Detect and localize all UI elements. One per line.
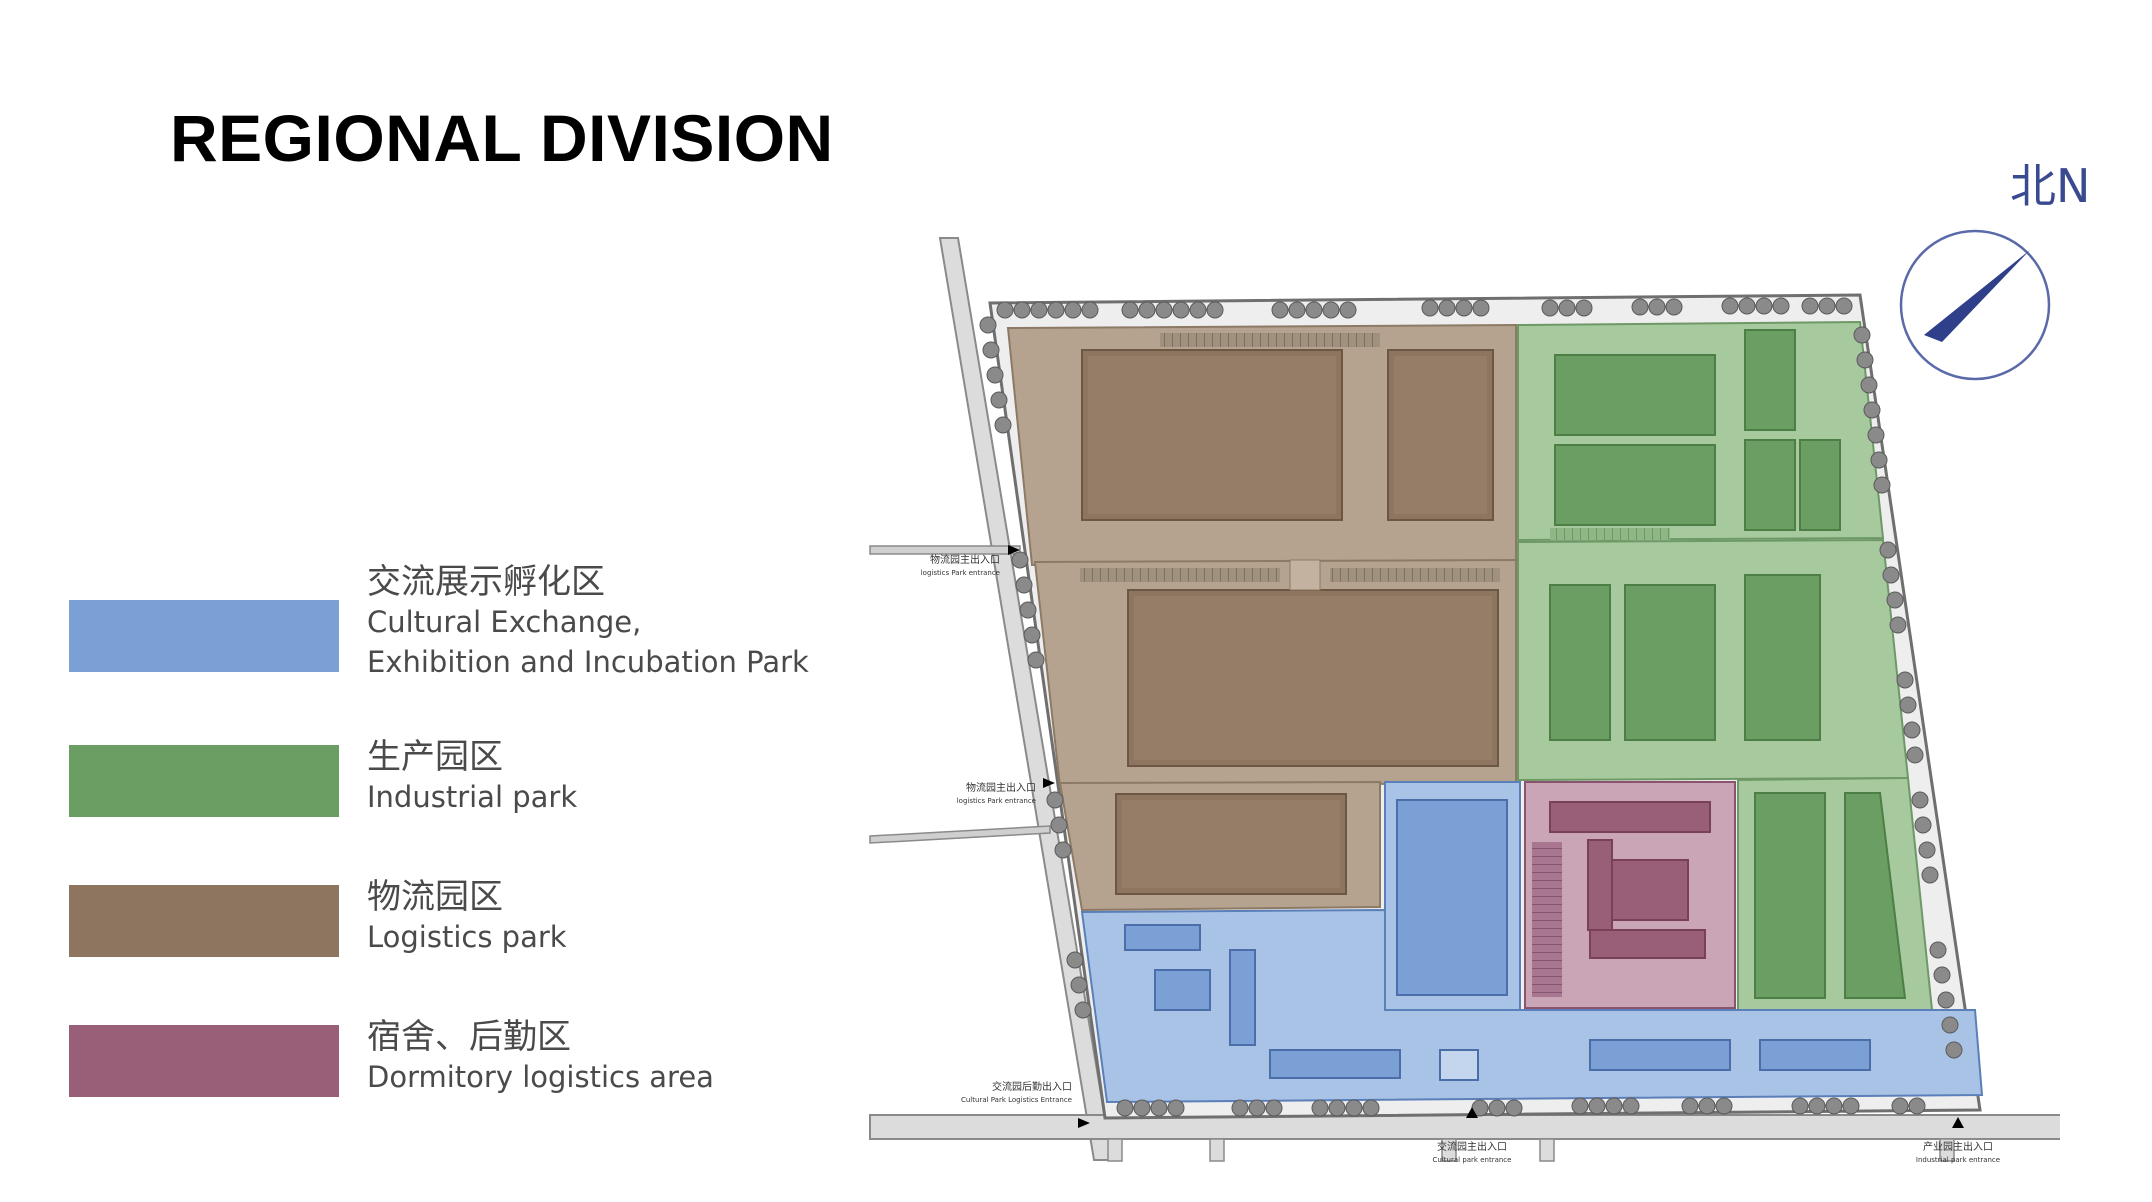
compass-icon	[1899, 229, 2051, 381]
legend-label-cn: 生产园区	[367, 737, 503, 777]
entrance-labels: 物流园主出入口 logistics Park entrance 物流园主出入口 …	[921, 553, 2000, 1164]
entrance-arrow-icon	[1008, 545, 1020, 555]
legend-label-en: Industrial park	[367, 780, 578, 814]
zone-industrial	[1517, 320, 1934, 1011]
entrance-label-en: Cultural park entrance	[1433, 1156, 1512, 1164]
entrance-label-cn: 交流园主出入口	[1437, 1140, 1507, 1153]
legend-swatch-industrial	[69, 745, 339, 817]
legend-label-cn: 交流展示孵化区	[367, 562, 605, 602]
legend-swatch-dormitory	[69, 1025, 339, 1097]
legend-label-en: Cultural Exchange,	[367, 605, 642, 639]
tree-rows	[979, 297, 1963, 1117]
site-plan-map: 物流园主出入口 logistics Park entrance 物流园主出入口 …	[869, 237, 2060, 1164]
compass: 北N	[1880, 150, 2110, 381]
entrance-label-cn: 产业园主出入口	[1923, 1140, 1993, 1153]
entrance-arrow-icon	[1952, 1117, 1964, 1128]
page-title: REGIONAL DIVISION	[170, 101, 834, 175]
entrance-label-en: Cultural Park Logistics Entrance	[961, 1096, 1072, 1104]
entrance-label-en: logistics Park entrance	[921, 569, 1000, 577]
entrance-label-cn: 交流园后勤出入口	[992, 1080, 1072, 1093]
zone-dormitory	[1524, 781, 1736, 1009]
entrance-label-en: Industrial park entrance	[1916, 1156, 2000, 1164]
legend-label-cn: 宿舍、后勤区	[367, 1017, 571, 1057]
north-label: 北N	[2010, 159, 2091, 213]
zone-cultural	[1080, 781, 1984, 1104]
legend-swatch-logistics	[69, 885, 339, 957]
entrance-label-cn: 物流园主出入口	[966, 781, 1036, 794]
entrance-label-en: logistics Park entrance	[957, 797, 1036, 805]
roads	[869, 237, 2060, 1162]
entrance-label-cn: 物流园主出入口	[930, 553, 1000, 566]
legend-label-en: Dormitory logistics area	[367, 1060, 714, 1094]
legend-label-cn: 物流园区	[367, 877, 503, 917]
entrance-markers	[1008, 545, 1964, 1128]
entrance-arrow-icon	[1078, 1118, 1090, 1128]
entrance-arrow-icon	[1466, 1107, 1478, 1118]
legend-label-en: Logistics park	[367, 920, 567, 954]
entrance-arrow-icon	[1043, 778, 1055, 788]
legend-swatch-cultural	[69, 600, 339, 672]
legend-label-en: Exhibition and Incubation Park	[367, 645, 809, 679]
zone-logistics	[1006, 323, 1517, 912]
